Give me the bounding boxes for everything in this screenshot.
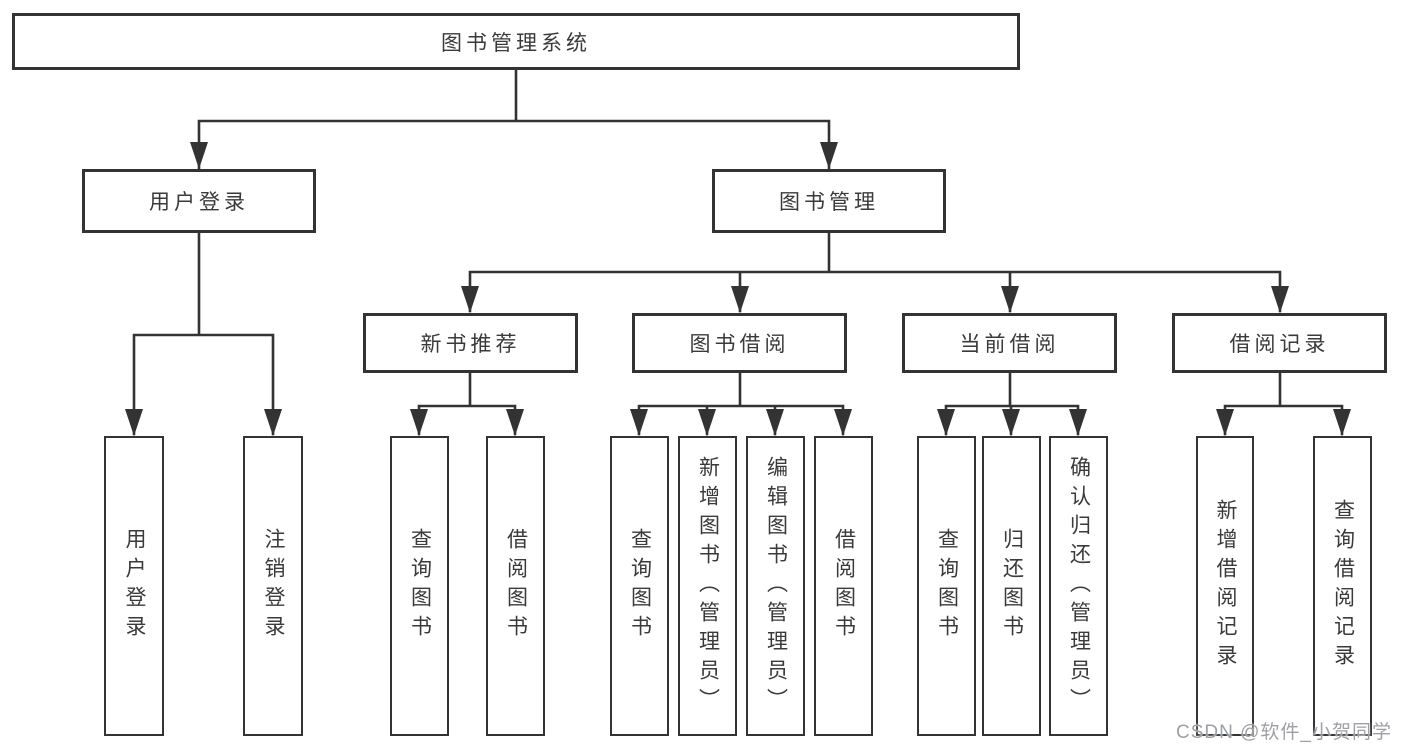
leaf-label: 注销登录 bbox=[262, 528, 285, 644]
node-current-borrow: 当前借阅 bbox=[902, 313, 1117, 373]
tree-edges bbox=[132, 68, 1344, 436]
leaf-borrow-book-1: 借阅图书 bbox=[486, 436, 545, 736]
node-book-management: 图书管理 bbox=[712, 169, 946, 233]
csdn-watermark: CSDN @软件_小贺同学 bbox=[1176, 722, 1392, 743]
node-book-borrow: 图书借阅 bbox=[632, 313, 847, 373]
node-new-book-recommend: 新书推荐 bbox=[363, 313, 578, 373]
node-root-system: 图书管理系统 bbox=[12, 13, 1020, 70]
leaf-label: 查询借阅记录 bbox=[1331, 499, 1355, 673]
leaf-query-borrow-record: 查询借阅记录 bbox=[1313, 436, 1372, 736]
leaf-label: 借阅图书 bbox=[504, 528, 528, 644]
leaf-label: 用户登录 bbox=[123, 528, 146, 644]
leaf-add-borrow-record: 新增借阅记录 bbox=[1196, 436, 1254, 736]
node-borrow-record: 借阅记录 bbox=[1172, 313, 1387, 373]
leaf-query-book-1: 查询图书 bbox=[390, 436, 449, 736]
leaf-add-book-admin: 新增图书（管理员） bbox=[678, 436, 737, 736]
leaf-label: 查询图书 bbox=[628, 528, 652, 644]
leaf-confirm-return-admin: 确认归还（管理员） bbox=[1049, 436, 1108, 736]
leaf-user-login: 用户登录 bbox=[104, 436, 164, 736]
leaf-query-book-3: 查询图书 bbox=[917, 436, 976, 736]
leaf-label: 归还图书 bbox=[1000, 528, 1024, 644]
leaf-logout: 注销登录 bbox=[243, 436, 303, 736]
leaf-label: 查询图书 bbox=[408, 528, 432, 644]
leaf-label: 查询图书 bbox=[935, 528, 959, 644]
leaf-label: 新增图书（管理员） bbox=[696, 455, 720, 717]
leaf-query-book-2: 查询图书 bbox=[610, 436, 669, 736]
leaf-label: 确认归还（管理员） bbox=[1067, 455, 1091, 717]
leaf-label: 借阅图书 bbox=[832, 528, 856, 644]
leaf-return-book: 归还图书 bbox=[982, 436, 1041, 736]
leaf-label: 编辑图书（管理员） bbox=[764, 455, 788, 717]
leaf-borrow-book-2: 借阅图书 bbox=[814, 436, 873, 736]
leaf-edit-book-admin: 编辑图书（管理员） bbox=[746, 436, 805, 736]
leaf-label: 新增借阅记录 bbox=[1214, 499, 1237, 673]
node-user-login: 用户登录 bbox=[82, 169, 316, 233]
